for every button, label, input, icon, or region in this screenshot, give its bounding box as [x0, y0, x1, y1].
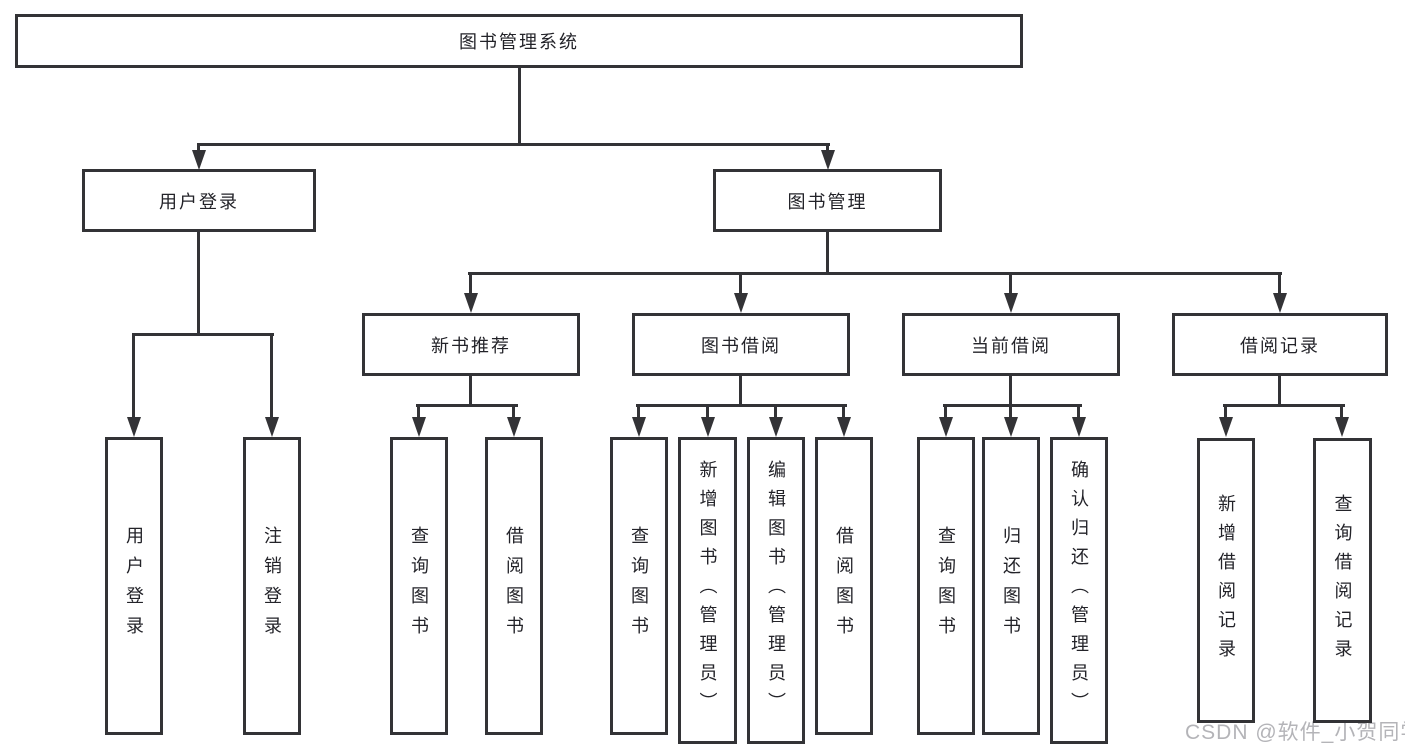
leaf-borrow-books-recommend: 借阅图书 — [485, 437, 543, 735]
leaf-query-books-borrowing: 查询图书 — [610, 437, 668, 735]
arrowhead-add-books-admin — [701, 417, 715, 437]
new-book-stem-line — [469, 376, 472, 406]
leaf-label: 借阅图书 — [834, 526, 854, 646]
node-label: 用户登录 — [159, 191, 239, 212]
leaf-borrow-books-borrowing: 借阅图书 — [815, 437, 873, 735]
arrowhead-borrowing-records — [1273, 293, 1287, 313]
leaf-query-books-current: 查询图书 — [917, 437, 975, 735]
drop-return-books-line — [1009, 406, 1012, 419]
leaf-confirm-return-admin: 确认归还（管理员） — [1050, 437, 1108, 744]
drop-query-books-current-line — [944, 406, 947, 419]
drop-leaf-logout-line — [270, 335, 273, 419]
arrowhead-leaf-logout — [265, 417, 279, 437]
leaf-label: 新增图书（管理员） — [697, 460, 718, 721]
drop-borrow-books-recommend-line — [512, 406, 515, 419]
user-login-rail-line — [132, 333, 274, 336]
root-rail-line — [197, 143, 830, 146]
drop-book-borrowing-line — [739, 274, 742, 296]
leaf-label: 编辑图书（管理员） — [766, 460, 786, 721]
arrowhead-query-books-recommend — [412, 417, 426, 437]
arrowhead-query-books-borrowing — [632, 417, 646, 437]
leaf-label: 确认归还（管理员） — [1069, 460, 1089, 721]
node-book-borrowing: 图书借阅 — [632, 313, 850, 376]
leaf-edit-books-admin: 编辑图书（管理员） — [747, 437, 805, 744]
drop-query-books-borrowing-line — [637, 406, 640, 419]
book-management-rail-line — [468, 272, 1282, 275]
arrowhead-query-books-current — [939, 417, 953, 437]
node-book-management: 图书管理 — [713, 169, 942, 232]
book-borrowing-stem-line — [739, 376, 742, 406]
arrowhead-edit-books-admin — [769, 417, 783, 437]
book-management-stem-line — [826, 232, 829, 274]
node-user-login: 用户登录 — [82, 169, 316, 232]
arrowhead-leaf-user-login — [127, 417, 141, 437]
leaf-label: 查询图书 — [409, 526, 429, 646]
drop-current-borrowing-line — [1009, 274, 1012, 296]
leaf-label: 注销登录 — [262, 526, 282, 646]
borrowing-records-stem-line — [1278, 376, 1281, 406]
arrowhead-new-book-recommendation — [464, 293, 478, 313]
arrowhead-borrow-books-recommend — [507, 417, 521, 437]
arrowhead-add-borrow-record — [1219, 417, 1233, 437]
node-label: 当前借阅 — [971, 335, 1051, 356]
node-label: 图书管理 — [787, 191, 868, 212]
leaf-label: 归还图书 — [1001, 526, 1021, 646]
new-book-rail-line — [416, 404, 518, 407]
node-library-management-system: 图书管理系统 — [15, 14, 1023, 68]
node-borrowing-records: 借阅记录 — [1172, 313, 1388, 376]
drop-query-borrow-record-line — [1340, 406, 1343, 419]
csdn-watermark: CSDN @软件_小贺同学 — [1185, 721, 1405, 744]
current-borrowing-stem-line — [1009, 376, 1012, 406]
arrowhead-book-borrowing — [734, 293, 748, 313]
arrowhead-book-management — [821, 150, 835, 170]
leaf-label: 借阅图书 — [504, 526, 524, 646]
borrowing-records-rail-line — [1223, 404, 1345, 407]
drop-confirm-return-line — [1077, 406, 1080, 419]
arrowhead-query-borrow-record — [1335, 417, 1349, 437]
leaf-return-books: 归还图书 — [982, 437, 1040, 735]
leaf-logout-login: 注销登录 — [243, 437, 301, 735]
arrowhead-return-books — [1004, 417, 1018, 437]
arrowhead-current-borrowing — [1004, 293, 1018, 313]
root-stem-line — [518, 68, 521, 145]
drop-add-borrow-record-line — [1224, 406, 1227, 419]
node-label: 新书推荐 — [431, 335, 511, 356]
node-new-book-recommendation: 新书推荐 — [362, 313, 580, 376]
leaf-label: 查询图书 — [629, 526, 649, 646]
leaf-label: 查询图书 — [936, 526, 956, 646]
drop-edit-books-admin-line — [774, 406, 777, 419]
leaf-label: 用户登录 — [124, 526, 144, 646]
user-login-stem-line — [197, 232, 200, 335]
drop-borrow-books-borrowing-line — [842, 406, 845, 419]
current-borrowing-rail-line — [943, 404, 1082, 407]
leaf-query-borrow-record: 查询借阅记录 — [1313, 438, 1372, 723]
book-borrowing-rail-line — [636, 404, 847, 407]
arrowhead-user-login — [192, 150, 206, 170]
drop-query-books-recommend-line — [417, 406, 420, 419]
leaf-add-books-admin: 新增图书（管理员） — [678, 437, 737, 744]
leaf-label: 查询借阅记录 — [1332, 493, 1353, 668]
arrowhead-borrow-books-borrowing — [837, 417, 851, 437]
node-label: 图书借阅 — [701, 335, 781, 356]
drop-add-books-admin-line — [706, 406, 709, 419]
drop-borrowing-records-line — [1278, 274, 1281, 296]
leaf-user-login: 用户登录 — [105, 437, 163, 735]
node-current-borrowing: 当前借阅 — [902, 313, 1120, 376]
node-label: 借阅记录 — [1240, 335, 1320, 356]
leaf-query-books-recommend: 查询图书 — [390, 437, 448, 735]
leaf-label: 新增借阅记录 — [1216, 493, 1236, 668]
node-label: 图书管理系统 — [459, 32, 579, 52]
drop-new-book-line — [469, 274, 472, 296]
drop-leaf-user-login-line — [132, 335, 135, 419]
arrowhead-confirm-return — [1072, 417, 1086, 437]
leaf-add-borrow-record: 新增借阅记录 — [1197, 438, 1255, 723]
